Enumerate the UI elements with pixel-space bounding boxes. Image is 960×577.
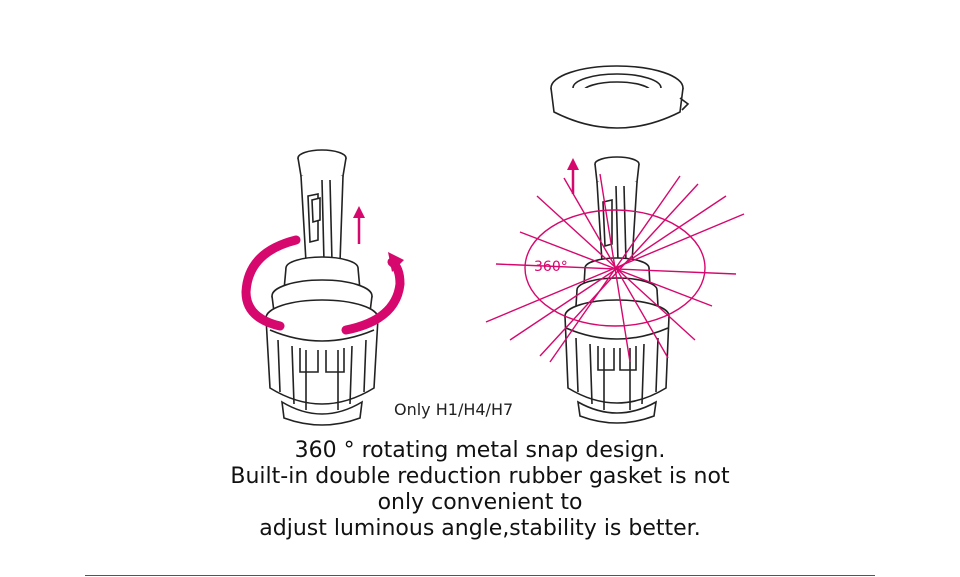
lift-arrow-icon	[353, 206, 365, 244]
gasket-arrow-icon	[567, 158, 579, 194]
feature-caption: 360 ° rotating metal snap design. Built-…	[180, 438, 780, 542]
caption-line-4: adjust luminous angle,stability is bette…	[259, 516, 701, 541]
right-bulb	[564, 156, 670, 424]
left-bulb	[265, 149, 379, 426]
caption-line-1: 360 ° rotating metal snap design.	[294, 438, 666, 463]
rotation-arrowhead-icon	[388, 252, 404, 272]
caption-line-3: only convenient to	[377, 490, 583, 515]
rotation-rays	[485, 173, 745, 363]
caption-line-2: Built-in double reduction rubber gasket …	[230, 464, 730, 489]
fitment-note: Only H1/H4/H7	[394, 400, 514, 419]
divider	[85, 575, 875, 576]
rotation-label: 360°	[534, 259, 568, 275]
rubber-gasket	[550, 65, 690, 129]
